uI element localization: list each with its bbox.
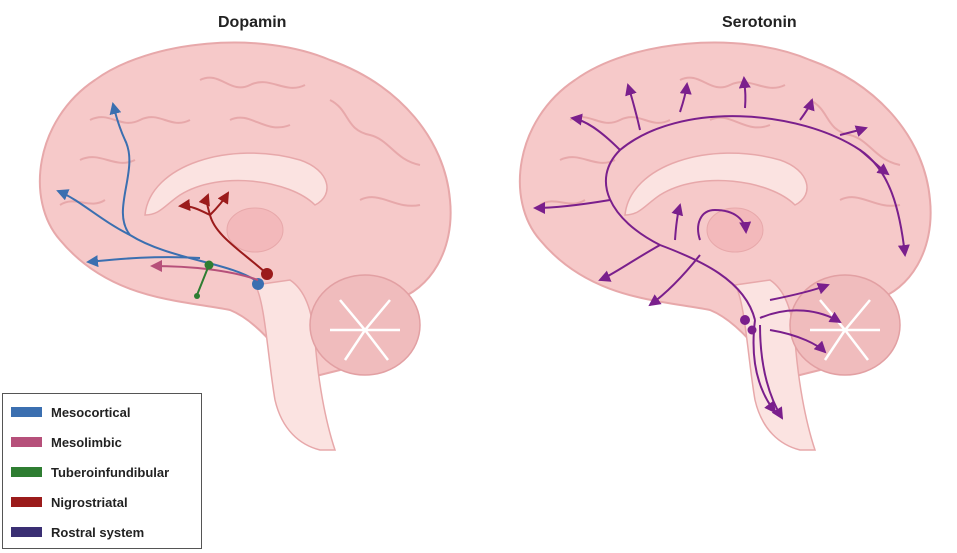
legend-label: Mesocortical [51,405,130,420]
legend-item-rostral-system: Rostral system [11,522,144,542]
legend-label: Nigrostriatal [51,495,128,510]
legend-label: Rostral system [51,525,144,540]
dopamine-brain [40,43,451,450]
legend-item-nigrostriatal: Nigrostriatal [11,492,128,512]
nigrostriatal-swatch [11,497,42,507]
legend-item-tuberoinfundibular: Tuberoinfundibular [11,462,169,482]
left-cerebellum [310,275,420,375]
legend-item-mesocortical: Mesocortical [11,402,130,422]
rostral-system-swatch [11,527,42,537]
pathway-legend: Mesocortical Mesolimbic Tuberoinfundibul… [2,393,202,549]
right-cerebellum [790,275,900,375]
tuberoinfundibular-swatch [11,467,42,477]
legend-label: Mesolimbic [51,435,122,450]
legend-item-mesolimbic: Mesolimbic [11,432,122,452]
left-thalamus [227,208,283,252]
mesocortical-swatch [11,407,42,417]
legend-label: Tuberoinfundibular [51,465,169,480]
serotonin-brain [520,43,931,450]
mesolimbic-swatch [11,437,42,447]
